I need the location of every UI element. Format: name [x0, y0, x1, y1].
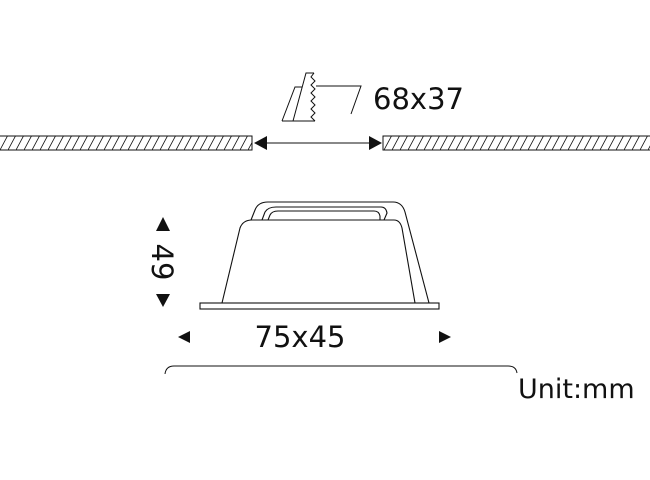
cutout-icon [281, 72, 362, 122]
cutout-dimension-label: 68x37 [373, 82, 464, 116]
bracket-line [164, 365, 518, 375]
height-arrow-down-icon [156, 294, 170, 307]
height-dimension-label: 49 [145, 244, 179, 281]
cutout-dimension-arrow [254, 136, 382, 150]
leader-line [316, 85, 362, 115]
unit-label: Unit:mm [518, 374, 635, 405]
ceiling-panel-right [382, 135, 650, 151]
height-arrow-up-icon [156, 217, 170, 231]
ceiling-panel-left [0, 135, 253, 151]
width-dimension-label: 75x45 [255, 320, 346, 354]
width-arrow-left-icon [178, 331, 190, 343]
fixture-outline [199, 201, 440, 310]
width-arrow-right-icon [439, 331, 451, 343]
